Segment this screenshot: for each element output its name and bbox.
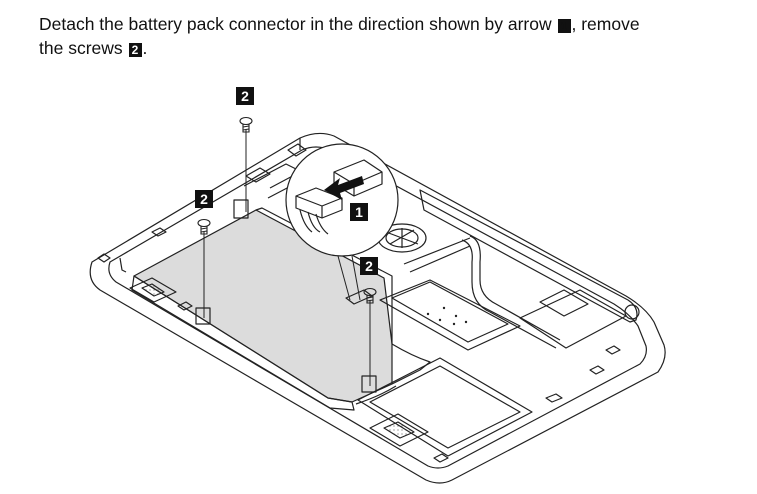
callout-marker-1: 1 [557,19,571,33]
callout-right-screw: 2 [360,257,378,275]
instruction-text: Detach the battery pack connector in the… [39,12,739,60]
callout-connector-arrow: 1 [350,203,368,221]
heat-pipe [469,235,561,341]
instruction-part4: . [142,38,148,58]
hinge-bar [419,189,638,323]
callout-top-screw: 2 [236,87,254,105]
speaker-left [129,277,177,303]
arrow-left-icon [324,176,364,200]
instruction-part1: Detach the battery pack connector in the… [39,14,557,34]
screw-icon [239,116,253,133]
wlan-module [357,357,533,457]
chassis-outline [89,132,666,484]
screw-icon [197,218,211,235]
instruction-part2: , remove [571,14,640,34]
callout-marker-2: 2 [128,43,142,57]
screw-icon [363,287,377,304]
callout-left-screw: 2 [195,190,213,208]
ssd-module [379,279,521,351]
instruction-part3: the screws [39,38,128,58]
